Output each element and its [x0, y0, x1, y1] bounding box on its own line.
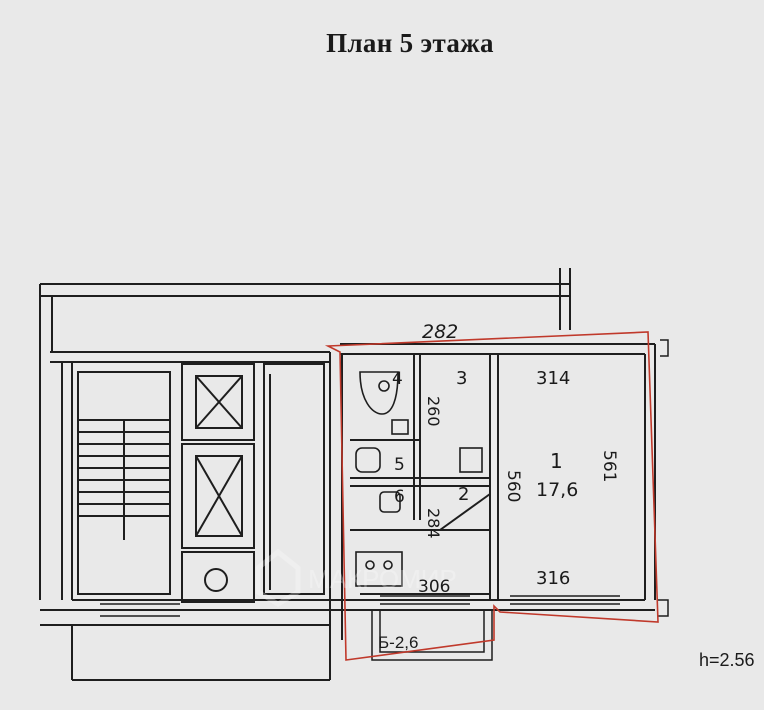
room-1-top-dimension: 314	[536, 368, 570, 389]
watermark-logo-icon	[255, 548, 301, 607]
watermark: МАКРОМИР	[255, 548, 457, 607]
room-4-number: 4	[392, 369, 403, 389]
room-1-area: 17,6	[536, 479, 578, 501]
ceiling-height-label: h=2.56	[699, 650, 755, 670]
watermark-text: МАКРОМИР	[308, 564, 457, 594]
room-2-number: 2	[458, 484, 469, 505]
balcony-label: Б-2,6	[378, 633, 418, 652]
room-2-bottom-dimension: 306	[418, 577, 450, 597]
room-1-number: 1	[550, 449, 563, 473]
room-6-number: 6	[394, 487, 405, 507]
room-1-left-dimension: 560	[503, 470, 523, 502]
windows	[100, 339, 669, 617]
plumbing-fixtures	[355, 371, 483, 587]
dimension-labels: 282 1 17,6 314 316 560 561 2 284 306 3 2…	[392, 321, 619, 597]
room-2-side-dimension: 284	[424, 508, 443, 539]
room-3-side-dimension: 260	[424, 396, 443, 427]
stairwell	[77, 371, 171, 595]
corridor	[263, 363, 325, 595]
room-3-number: 3	[456, 368, 467, 389]
apartment-walls	[350, 354, 499, 600]
overall-width-label: 282	[422, 321, 458, 343]
apartment-outline	[324, 331, 659, 661]
room-5-number: 5	[394, 455, 405, 475]
building-walls	[39, 268, 656, 681]
balcony	[371, 610, 493, 661]
room-1-right-dimension: 561	[599, 450, 619, 482]
elevator-shafts	[181, 363, 255, 603]
room-1-bottom-dimension: 316	[536, 568, 570, 589]
page-title: План 5 этажа	[326, 28, 494, 58]
